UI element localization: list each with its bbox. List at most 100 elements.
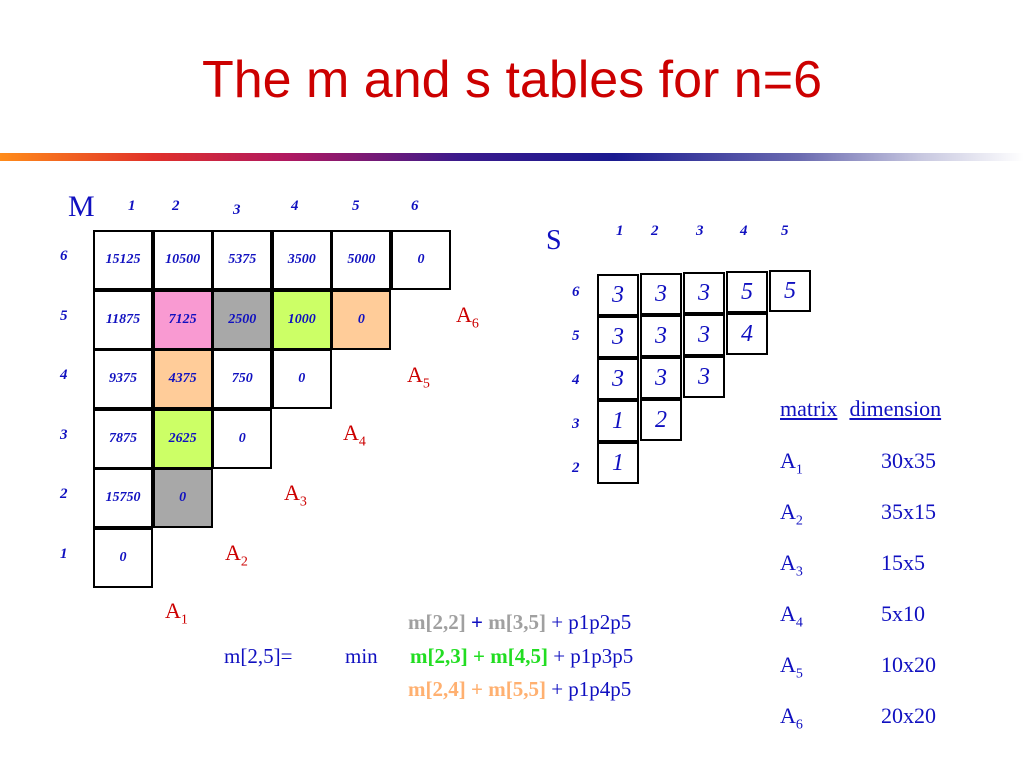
- m-cell: 9375: [93, 349, 153, 410]
- s-cell: 5: [769, 270, 811, 312]
- dimension-header: matrix dimension: [780, 396, 941, 422]
- title-underline-bar: [0, 153, 1024, 161]
- m-cell: 4375: [152, 349, 213, 410]
- s-cell: 3: [640, 315, 682, 357]
- s-cell: 4: [726, 313, 768, 355]
- label-sub: 3: [299, 494, 307, 510]
- label-sub: 1: [180, 612, 188, 628]
- formula-line-3: m[2,4] + m[5,5] + p1p4p5: [408, 677, 631, 702]
- s-cell: 3: [597, 274, 639, 316]
- dimension-matrix-a3: A3: [780, 550, 803, 580]
- s-col-header: 5: [781, 223, 789, 239]
- formula-term-m22: m[2,2]: [408, 610, 466, 634]
- m-cell: 7125: [152, 289, 213, 350]
- s-cell: 1: [597, 442, 639, 484]
- formula-line-2: m[2,3] + m[4,5] + p1p3p5: [410, 644, 633, 669]
- s-cell: 1: [597, 400, 639, 442]
- m-row-header: 6: [60, 248, 68, 264]
- dimension-value: 10x20: [881, 652, 936, 677]
- m-col-header: 5: [352, 198, 360, 214]
- m-row-header: 1: [60, 545, 68, 562]
- label-base: A: [780, 448, 796, 473]
- s-col-header: 3: [696, 223, 704, 239]
- formula-term-m45: m[4,5]: [490, 644, 548, 668]
- m-cell: 0: [391, 230, 451, 290]
- label-base: A: [225, 540, 241, 565]
- label-sub: 2: [240, 554, 248, 570]
- formula-plus: +: [470, 610, 483, 634]
- s-cell: 3: [683, 314, 725, 356]
- m-row-header: 5: [60, 307, 68, 324]
- label-base: A: [407, 362, 423, 387]
- label-base: A: [456, 302, 472, 327]
- m-col-header: 6: [411, 198, 419, 214]
- m-diag-label-a5: A5: [407, 362, 430, 392]
- m-cell: 15750: [93, 468, 153, 529]
- m-col-header: 4: [291, 198, 299, 214]
- m-cell: 15125: [93, 230, 153, 290]
- s-row-header: 5: [572, 328, 580, 344]
- m-row-header: 3: [60, 426, 68, 443]
- formula-line-1: m[2,2] + m[3,5] + p1p2p5: [408, 610, 631, 635]
- m-row-header: 2: [60, 486, 68, 502]
- dimension-header-dimension: dimension: [849, 396, 942, 421]
- m-col-header: 2: [172, 198, 180, 214]
- formula-term-m35: m[3,5]: [488, 610, 546, 634]
- label-base: A: [780, 550, 796, 575]
- m-diag-label-a1: A1: [165, 598, 188, 628]
- m-diag-label-a6: A6: [456, 302, 479, 332]
- m-cell: 0: [93, 528, 153, 588]
- m-diag-label-a2: A2: [225, 540, 248, 570]
- m-table-label: M: [68, 190, 95, 223]
- s-col-header: 2: [651, 223, 659, 239]
- label-sub: 4: [358, 434, 366, 450]
- label-base: A: [284, 480, 300, 505]
- dimension-header-matrix: matrix: [780, 396, 838, 421]
- s-table-label: S: [546, 225, 562, 256]
- label-sub: 3: [795, 564, 803, 580]
- dimension-value: 30x35: [881, 448, 936, 473]
- label-base: A: [780, 499, 796, 524]
- m-cell: 2625: [152, 408, 213, 469]
- m-cell: 5375: [212, 230, 273, 290]
- dimension-value: 20x20: [881, 703, 936, 728]
- m-cell: 0: [331, 289, 392, 350]
- formula-rest-2: + p1p3p5: [553, 644, 634, 668]
- s-cell: 3: [683, 356, 725, 398]
- label-sub: 5: [422, 376, 430, 392]
- m-diag-label-a4: A4: [343, 420, 366, 450]
- label-sub: 1: [795, 462, 803, 478]
- s-col-header: 1: [616, 223, 624, 239]
- m-col-header: 1: [128, 198, 136, 214]
- dimension-matrix-a2: A2: [780, 499, 803, 529]
- dimension-value: 5x10: [881, 601, 925, 626]
- formula-term-m55: m[5,5]: [488, 677, 546, 701]
- s-col-header: 4: [740, 223, 748, 239]
- s-cell: 3: [597, 358, 639, 400]
- m-cell: 0: [212, 408, 273, 469]
- formula-plus: +: [470, 677, 483, 701]
- s-row-header: 4: [572, 372, 580, 388]
- formula-term-m23: m[2,3]: [410, 644, 468, 668]
- dimension-value: 15x5: [881, 550, 925, 575]
- label-sub: 2: [795, 513, 803, 529]
- label-sub: 6: [471, 316, 479, 332]
- label-sub: 6: [795, 717, 803, 733]
- formula-rest-3: + p1p4p5: [551, 677, 632, 701]
- m-cell: 2500: [212, 289, 273, 350]
- m-cell: 11875: [93, 289, 153, 350]
- s-row-header: 2: [572, 460, 580, 476]
- m-cell: 1000: [271, 289, 332, 350]
- formula-lhs: m[2,5]=: [224, 644, 293, 668]
- s-cell: 5: [726, 271, 768, 313]
- m-diag-label-a3: A3: [284, 480, 307, 510]
- label-base: A: [165, 598, 181, 623]
- label-base: A: [343, 420, 359, 445]
- s-row-header: 3: [572, 416, 580, 432]
- dimension-matrix-a6: A6: [780, 703, 803, 733]
- m-row-header: 4: [60, 367, 68, 383]
- label-sub: 5: [795, 666, 803, 682]
- s-cell: 3: [640, 273, 682, 315]
- dimension-value: 35x15: [881, 499, 936, 524]
- formula-plus: +: [472, 644, 485, 668]
